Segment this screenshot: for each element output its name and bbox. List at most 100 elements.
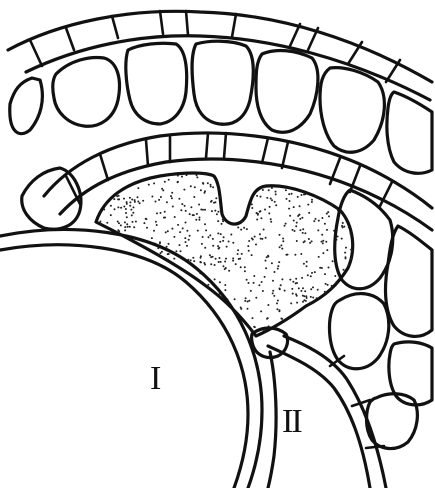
stipple-dot [222, 240, 224, 242]
stipple-dot [276, 302, 278, 304]
stipple-dot [204, 209, 206, 211]
stipple-dot [165, 231, 167, 233]
stipple-dot [252, 317, 254, 319]
stipple-dot [253, 275, 255, 277]
stipple-dot [171, 228, 173, 230]
stipple-dot [288, 193, 290, 195]
stipple-dot [350, 258, 352, 260]
stipple-dot [237, 227, 239, 229]
stipple-dot [264, 276, 266, 278]
outer-cell-layer [8, 11, 432, 173]
stipple-dot [286, 198, 288, 200]
stipple-dot [259, 210, 261, 212]
stipple-dot [113, 198, 115, 200]
stipple-dot [248, 282, 250, 284]
stipple-dot [301, 217, 303, 219]
stipple-dot [310, 288, 312, 290]
stipple-dot [114, 208, 116, 210]
stipple-dot [217, 245, 219, 247]
cell-row2-f [320, 68, 384, 153]
stipple-dot [265, 260, 267, 262]
stipple-dot [232, 242, 234, 244]
outer-layer-inner-line [26, 36, 430, 100]
stipple-dot [193, 196, 195, 198]
stipple-dot [151, 196, 153, 198]
stipple-dot [291, 288, 293, 290]
stipple-dot [295, 225, 297, 227]
stipple-dot [207, 284, 209, 286]
stipple-dot [156, 224, 158, 226]
stipple-dot [204, 173, 206, 175]
stipple-dot [272, 290, 274, 292]
stipple-dot [311, 272, 313, 274]
stipple-dot [204, 192, 206, 194]
stipple-dot [243, 227, 245, 229]
stipple-dot [341, 238, 343, 240]
stipple-dot [303, 295, 305, 297]
stipple-dot [254, 236, 256, 238]
stipple-dot [258, 284, 260, 286]
stipple-dot [133, 226, 135, 228]
stipple-dot [218, 248, 220, 250]
stipple-dot [316, 297, 318, 299]
stipple-dot [142, 200, 144, 202]
stipple-dot [247, 245, 249, 247]
stipple-dot [257, 214, 259, 216]
stipple-dot [248, 300, 250, 302]
stipple-dot [132, 212, 134, 214]
stipple-dot [167, 230, 169, 232]
stipple-dot [250, 290, 252, 292]
stipple-dot [289, 200, 291, 202]
stipple-dot [298, 287, 300, 289]
stipple-dot [324, 273, 326, 275]
stipple-dot [300, 253, 302, 255]
stipple-dot [241, 253, 243, 255]
stipple-dot [251, 329, 253, 331]
stipple-dot [275, 193, 277, 195]
stipple-dot [210, 186, 212, 188]
stipple-dot [223, 265, 225, 267]
stipple-dot [166, 201, 168, 203]
cell-right-d [389, 342, 432, 405]
stipple-dot [268, 212, 270, 214]
stipple-dot [177, 224, 179, 226]
stipple-dot [256, 219, 258, 221]
stipple-dot [280, 284, 282, 286]
stipple-dot [299, 205, 301, 207]
stipple-dot [289, 215, 291, 217]
stipple-dot [326, 249, 328, 251]
stipple-dot [214, 278, 216, 280]
stipple-dot [160, 212, 162, 214]
stipple-dot [264, 186, 266, 188]
stipple-dot [202, 236, 204, 238]
stipple-dot [105, 203, 107, 205]
stipple-dot [186, 174, 188, 176]
stipple-dot [159, 242, 161, 244]
stipple-dot [155, 221, 157, 223]
stipple-dot [129, 197, 131, 199]
stipple-dot [190, 185, 192, 187]
stipple-dot [199, 261, 201, 263]
stipple-dot [214, 210, 216, 212]
stipple-dot [304, 290, 306, 292]
stipple-dot [270, 221, 272, 223]
stipple-dot [311, 201, 313, 203]
stipple-dot [260, 310, 262, 312]
stipple-dot [234, 298, 236, 300]
stipple-dot [134, 199, 136, 201]
stipple-dot [232, 260, 234, 262]
stipple-dot [307, 274, 309, 276]
stipple-dot [318, 220, 320, 222]
stipple-dot [212, 238, 214, 240]
stipple-dot [321, 234, 323, 236]
stipple-dot [328, 215, 330, 217]
stipple-dot [253, 326, 255, 328]
stipple-dot [292, 229, 294, 231]
stipple-dot [193, 214, 195, 216]
stipple-dot [185, 210, 187, 212]
stipple-dot [328, 267, 330, 269]
stipple-dot [237, 249, 239, 251]
stipple-dot [124, 226, 126, 228]
stipple-dot [190, 206, 192, 208]
stipple-dot [198, 204, 200, 206]
